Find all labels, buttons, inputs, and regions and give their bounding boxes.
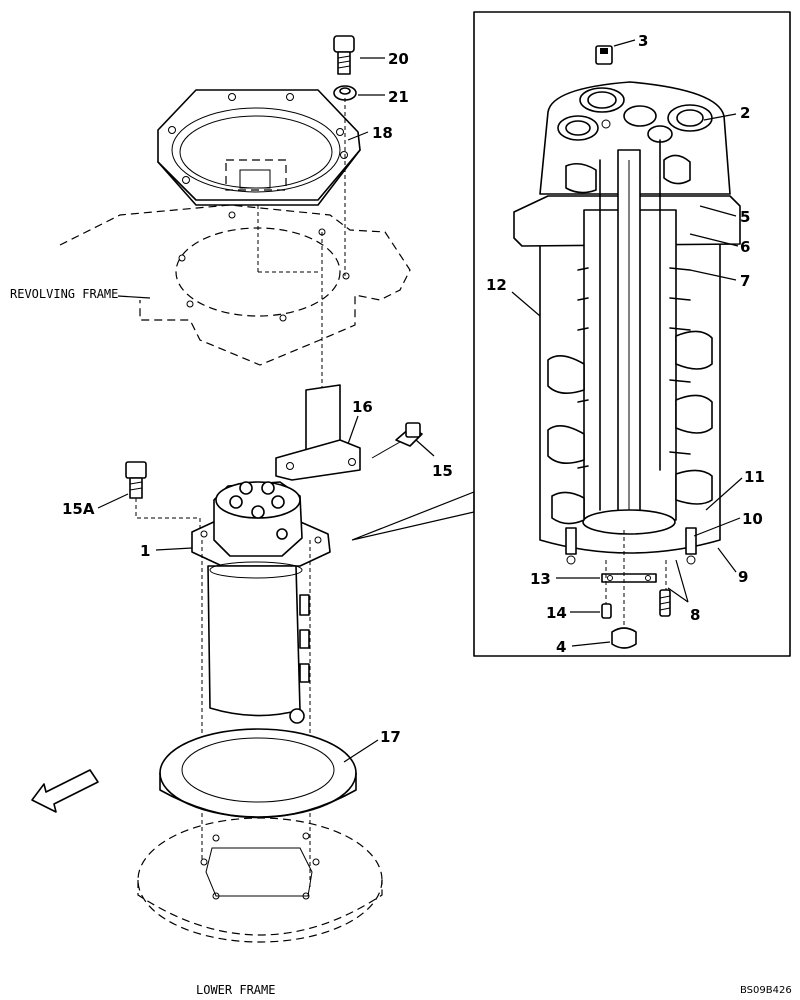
seal-ring-17: [159, 728, 357, 819]
part-number-5: 5: [740, 208, 750, 226]
bracket-16: [275, 384, 361, 481]
front-direction-arrow-icon: [31, 769, 99, 813]
part-number-14: 14: [546, 604, 567, 622]
part-number-6: 6: [740, 238, 750, 256]
revolving-frame-label: REVOLVING FRAME: [10, 287, 118, 301]
part-number-9: 9: [738, 568, 748, 586]
part-number-17: 17: [380, 728, 401, 746]
bolt-20: [333, 35, 355, 75]
cap-4: [611, 627, 637, 649]
part-number-3: 3: [638, 32, 648, 50]
detail-callout-lines: [351, 491, 475, 541]
part-number-10: 10: [742, 510, 763, 528]
part-number-11: 11: [744, 468, 765, 486]
part-number-8: 8: [690, 606, 700, 624]
bolt-15: [371, 422, 423, 459]
bolt-15a: [125, 461, 201, 530]
detail-view-frame: [473, 11, 791, 657]
center-joint-detail: [513, 81, 741, 565]
center-joint-1: [191, 481, 331, 890]
part-number-15a: 15A: [62, 500, 95, 518]
leader-lines: [97, 39, 743, 763]
part-number-1: 1: [140, 542, 150, 560]
screw-14: [601, 603, 612, 619]
part-number-12: 12: [486, 276, 507, 294]
plug-3: [595, 45, 613, 65]
part-number-15: 15: [432, 462, 453, 480]
part-number-18: 18: [372, 124, 393, 142]
part-number-7: 7: [740, 272, 750, 290]
part-number-16: 16: [352, 398, 373, 416]
part-number-4: 4: [556, 638, 566, 656]
part-number-20: 20: [388, 50, 409, 68]
part-number-2: 2: [740, 104, 750, 122]
washer-21: [333, 85, 357, 101]
lower-frame-label: LOWER FRAME: [196, 983, 275, 997]
drawing-code: BS09B426: [740, 985, 792, 996]
part-number-21: 21: [388, 88, 409, 106]
part-number-13: 13: [530, 570, 551, 588]
lower-frame-outline: [137, 817, 383, 943]
revolving-frame-outline: [59, 98, 411, 390]
plate-13: [601, 530, 667, 628]
bolt-8: [659, 589, 671, 617]
plate-18: [157, 89, 361, 206]
